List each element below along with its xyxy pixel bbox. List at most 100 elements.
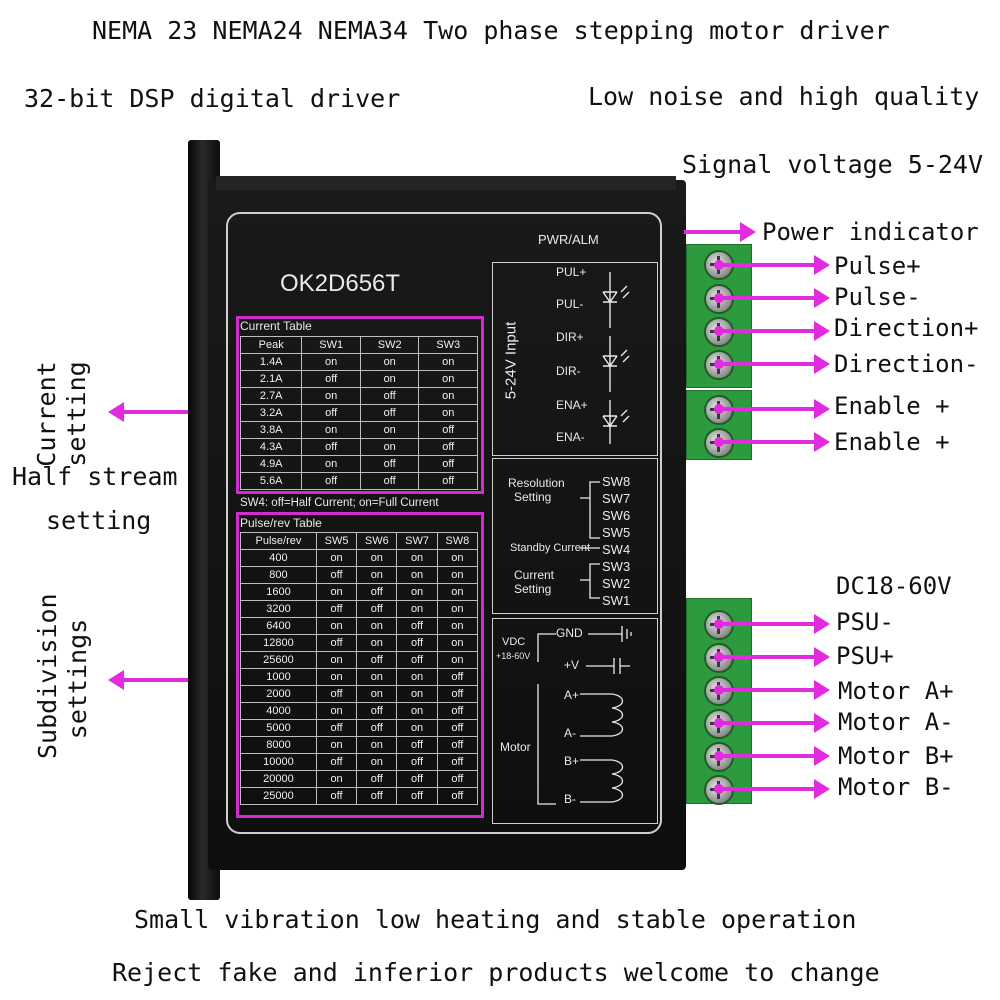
pulse-table-highlight <box>236 512 484 818</box>
motor-pin-a-plus: A+ <box>564 688 580 702</box>
current-table-cell: on <box>301 421 361 439</box>
switch-box <box>492 458 658 614</box>
current-table-cell: off <box>359 404 420 422</box>
switch-brackets <box>580 481 600 599</box>
pulse-header-sw7: SW7 <box>396 532 438 550</box>
pulse-plus-label: Pulse+ <box>834 252 921 280</box>
motor-b-minus-arrow <box>714 779 830 799</box>
switch-sw4: SW4 <box>602 542 631 557</box>
pulse-table-cell: on <box>356 549 398 567</box>
pulse-table-cell: on <box>356 736 398 754</box>
current-table-cell: 4.3A <box>239 438 303 456</box>
pulse-table-cell: 10000 <box>240 753 317 771</box>
current-table-cell: off <box>359 455 420 473</box>
current-table-cell: off <box>359 472 420 490</box>
current-setting-label: Current setting <box>32 359 94 469</box>
plus-v-label: +V <box>564 658 580 672</box>
signal-ena-minus: ENA- <box>556 430 585 444</box>
pulse-table-cell: on <box>396 600 438 618</box>
pulse-table-cell: on <box>396 566 438 584</box>
pulse-table-cell: off <box>356 600 398 618</box>
pulse-table-cell: on <box>396 719 438 737</box>
current-table-cell: on <box>301 455 361 473</box>
pulse-table-cell: on <box>396 549 438 567</box>
standby-current-label: Standby Current <box>510 542 591 554</box>
pulse-table-cell: 25600 <box>240 651 317 669</box>
pulse-table-cell: on <box>356 753 398 771</box>
current-table-cell: off <box>301 472 361 490</box>
current-table-cell: off <box>301 370 361 388</box>
half-stream-setting-label: setting <box>46 506 152 535</box>
pulse-table-cell: off <box>436 719 479 737</box>
switch-sw1: SW1 <box>602 593 631 608</box>
pulse-table-cell: on <box>396 668 438 686</box>
pulse-table-cell: on <box>436 634 479 652</box>
current-table-cell: on <box>359 438 420 456</box>
pulse-table-cell: on <box>396 583 438 601</box>
pulse-table-cell: off <box>315 753 358 771</box>
current-arrow <box>108 402 234 422</box>
pulse-table-cell: on <box>356 634 398 652</box>
dir-minus-label: Direction- <box>834 350 979 378</box>
psu-plus-label: PSU+ <box>836 642 894 670</box>
optocoupler-diodes <box>602 272 630 444</box>
pulse-table-cell: on <box>396 702 438 720</box>
pulse-table-cell: off <box>436 770 479 788</box>
current-table-cell: on <box>359 353 420 371</box>
label-panel <box>226 212 662 834</box>
pulse-table-cell: off <box>315 787 358 805</box>
dc-range-label: DC18-60V <box>836 572 952 600</box>
ena-2-label: Enable + <box>834 428 950 456</box>
pulse-table-cell: off <box>436 787 479 805</box>
dir-minus-arrow <box>714 354 830 374</box>
pulse-table-cell: off <box>356 787 398 805</box>
dir-plus-label: Direction+ <box>834 314 979 342</box>
motor-a-minus-arrow <box>714 713 830 733</box>
pulse-table-cell: 6400 <box>240 617 317 635</box>
pulse-table-cell: 3200 <box>240 600 317 618</box>
pulse-table-cell: on <box>315 770 358 788</box>
pulse-table-cell: off <box>396 617 438 635</box>
pulse-table-cell: 20000 <box>240 770 317 788</box>
pulse-table-cell: off <box>356 702 398 720</box>
pulse-table-cell: 400 <box>240 549 317 567</box>
motor-pin-b-minus: B- <box>564 792 576 806</box>
pulse-table-cell: off <box>436 668 479 686</box>
current-table-cell: off <box>359 387 420 405</box>
switch-sw7: SW7 <box>602 491 631 506</box>
current-table-cell: 4.9A <box>239 455 303 473</box>
stepper-driver: PWR/ALM OK2D656T 5-24V Input PUL+ PUL- D… <box>188 140 686 900</box>
subdivision-label: Subdivision settings <box>33 593 95 759</box>
bottom-headline-2: Reject fake and inferior products welcom… <box>112 958 880 987</box>
pulse-table-cell: off <box>436 685 479 703</box>
current-table-cell: 3.2A <box>239 404 303 422</box>
half-stream-label: Half stream <box>12 462 178 491</box>
psu-plus-arrow <box>714 647 830 667</box>
pulse-table-cell: on <box>436 617 479 635</box>
input-voltage-label: 5-24V Input <box>502 321 520 400</box>
motor-b-minus-label: Motor B- <box>838 773 954 801</box>
pulse-table-cell: off <box>436 702 479 720</box>
pulse-table-cell: off <box>315 685 358 703</box>
current-table-cell: off <box>418 472 478 490</box>
quality-headline: Low noise and high quality <box>588 82 980 111</box>
current-table-cell: off <box>301 404 361 422</box>
motor-a-plus-arrow <box>714 680 830 700</box>
pulse-table-cell: off <box>396 770 438 788</box>
pulse-table-cell: on <box>315 736 358 754</box>
switch-sw3: SW3 <box>602 559 631 574</box>
power-motor-schematic <box>537 626 632 805</box>
switch-sw5: SW5 <box>602 525 631 540</box>
